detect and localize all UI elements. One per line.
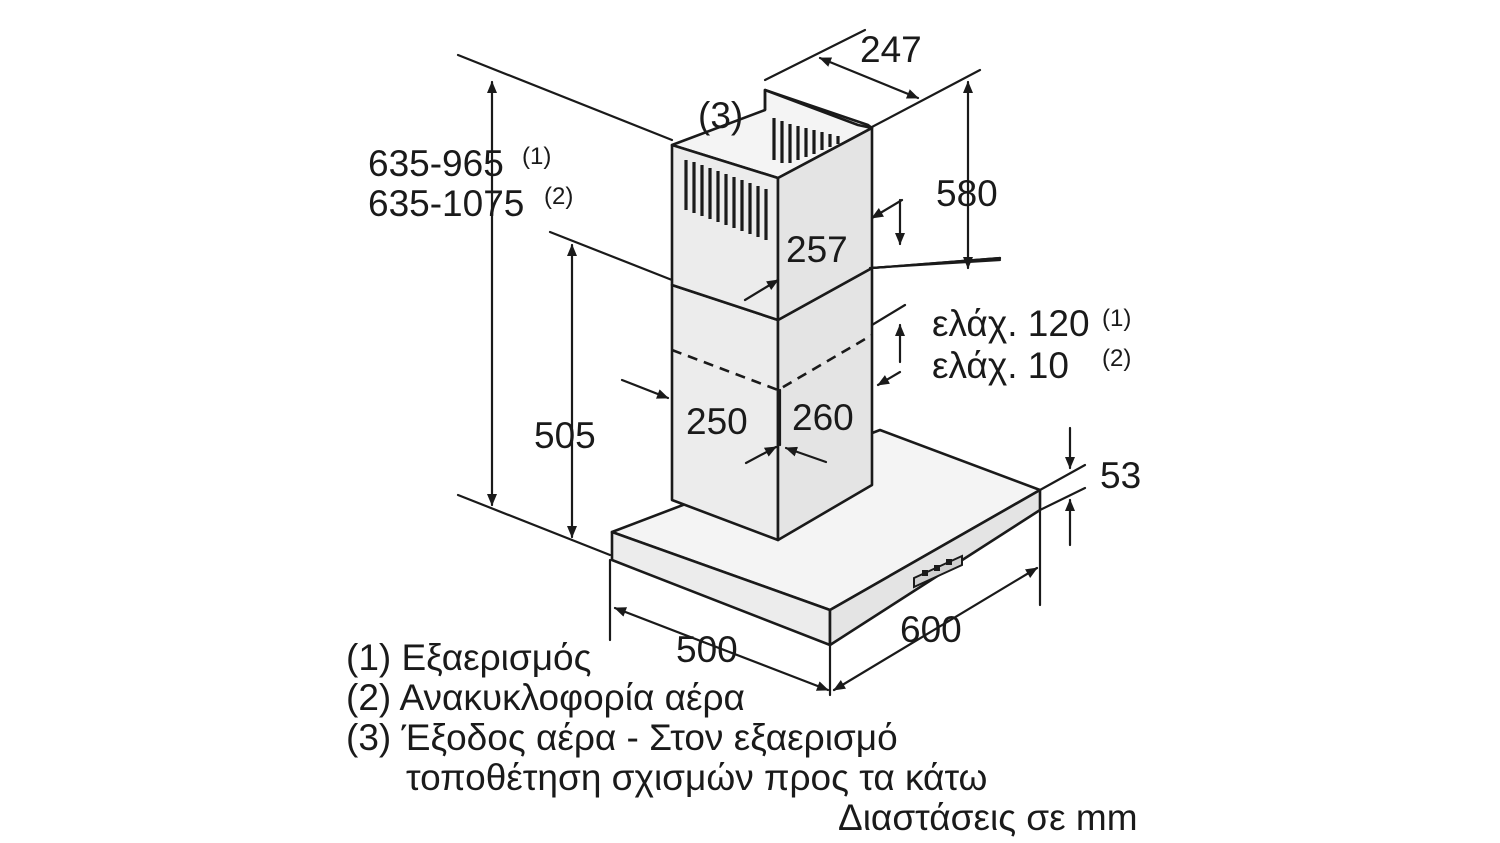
dim-total-height-2: 635-1075 <box>368 183 524 224</box>
dimension-lines <box>456 28 1087 697</box>
dim-600: 600 <box>900 609 962 650</box>
legend-item-2: (2) Ανακυκλοφορία αέρα <box>346 677 745 718</box>
units-note: Διαστάσεις σε mm <box>838 797 1138 838</box>
dim-total-height-1: 635-965 <box>368 143 504 184</box>
dim-min-120: ελάχ. 120 <box>932 303 1090 344</box>
legend-item-1: (1) Εξαερισμός <box>346 637 591 678</box>
dim-500: 500 <box>676 629 738 670</box>
dim-min-10: ελάχ. 10 <box>932 345 1069 386</box>
legend-item-3: (3) Έξοδος αέρα - Στον εξαερισμό <box>346 717 898 758</box>
legend: (1) Εξαερισμός (2) Ανακυκλοφορία αέρα (3… <box>346 637 1138 838</box>
dim-247: 247 <box>860 29 922 70</box>
overlap-dashed-line <box>671 333 873 392</box>
air-outlet-vent-left-icon <box>684 160 768 240</box>
vent-ref-label: (3) <box>698 95 743 136</box>
legend-item-3-cont: τοποθέτηση σχισμών προς τα κάτω <box>406 757 987 798</box>
dim-580: 580 <box>936 173 998 214</box>
dim-250: 250 <box>686 401 748 442</box>
dim-257: 257 <box>786 229 848 270</box>
ref-2-sup: (2) <box>544 183 573 210</box>
dim-53: 53 <box>1100 455 1141 496</box>
dim-505: 505 <box>534 415 596 456</box>
ref-2-sup-b: (2) <box>1102 345 1131 372</box>
air-outlet-vent-back-icon <box>772 118 840 163</box>
ref-1-sup: (1) <box>522 143 551 170</box>
upper-duct-back-edge <box>763 88 873 130</box>
ref-1-sup-b: (1) <box>1102 305 1131 332</box>
dimension-labels: 247 580 257 (3) 635-965 (1) 635-1075 (2)… <box>368 29 1141 670</box>
upper-chimney-duct <box>670 88 874 322</box>
dim-260: 260 <box>792 397 854 438</box>
